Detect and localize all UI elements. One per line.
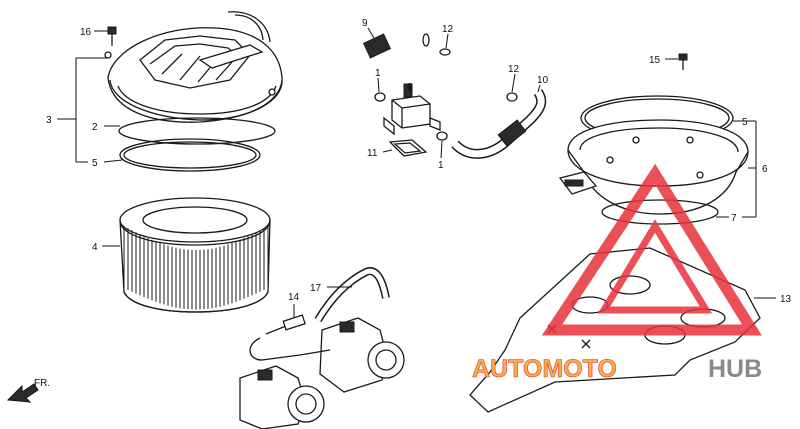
callout-17: 17 bbox=[310, 283, 322, 294]
screw-15 bbox=[678, 53, 688, 70]
callout-13: 13 bbox=[780, 294, 792, 305]
callout-11: 11 bbox=[367, 148, 378, 159]
callout-4: 4 bbox=[92, 242, 98, 253]
front-direction-arrow: FR. bbox=[6, 378, 50, 403]
wing-bolt bbox=[107, 26, 117, 46]
breather-hose-10 bbox=[451, 89, 547, 159]
callout-8: 8 bbox=[407, 82, 413, 93]
air-cleaner-case bbox=[558, 95, 749, 225]
filter-element bbox=[119, 197, 271, 313]
callout-14: 14 bbox=[288, 292, 300, 303]
callout-3: 3 bbox=[46, 115, 52, 126]
callout-16: 16 bbox=[80, 27, 92, 38]
hose-clips bbox=[374, 48, 518, 141]
leader-lines bbox=[57, 27, 776, 318]
callout-7: 7 bbox=[731, 213, 737, 224]
callout-2: 2 bbox=[92, 122, 98, 133]
watermark-text-part2: HUB bbox=[708, 355, 762, 383]
callout-5: 5 bbox=[92, 158, 98, 169]
direction-label: FR. bbox=[34, 378, 50, 389]
callout-12-b: 12 bbox=[508, 64, 520, 75]
carburetor-assembly bbox=[239, 267, 405, 429]
valve-gasket bbox=[388, 139, 428, 157]
callout-5-b: 5 bbox=[742, 117, 748, 128]
watermark-text-part1: AUTOMOTO bbox=[472, 355, 617, 383]
callout-15: 15 bbox=[649, 55, 661, 66]
ring-gasket bbox=[118, 117, 276, 145]
callout-1-b: 1 bbox=[438, 160, 444, 171]
callout-6: 6 bbox=[762, 164, 768, 175]
air-cleaner-cover bbox=[104, 11, 283, 123]
seal-ring bbox=[119, 138, 261, 172]
callouts: 16 3 2 5 4 9 12 1 8 11 1 12 10 15 5 6 7 … bbox=[46, 18, 792, 305]
callout-10: 10 bbox=[537, 75, 549, 86]
breather-hose-9 bbox=[338, 33, 430, 96]
watermark-logo bbox=[541, 163, 762, 336]
callout-1: 1 bbox=[375, 68, 381, 79]
breather-valve bbox=[383, 83, 441, 136]
callout-12: 12 bbox=[442, 24, 454, 35]
callout-9: 9 bbox=[362, 18, 368, 29]
